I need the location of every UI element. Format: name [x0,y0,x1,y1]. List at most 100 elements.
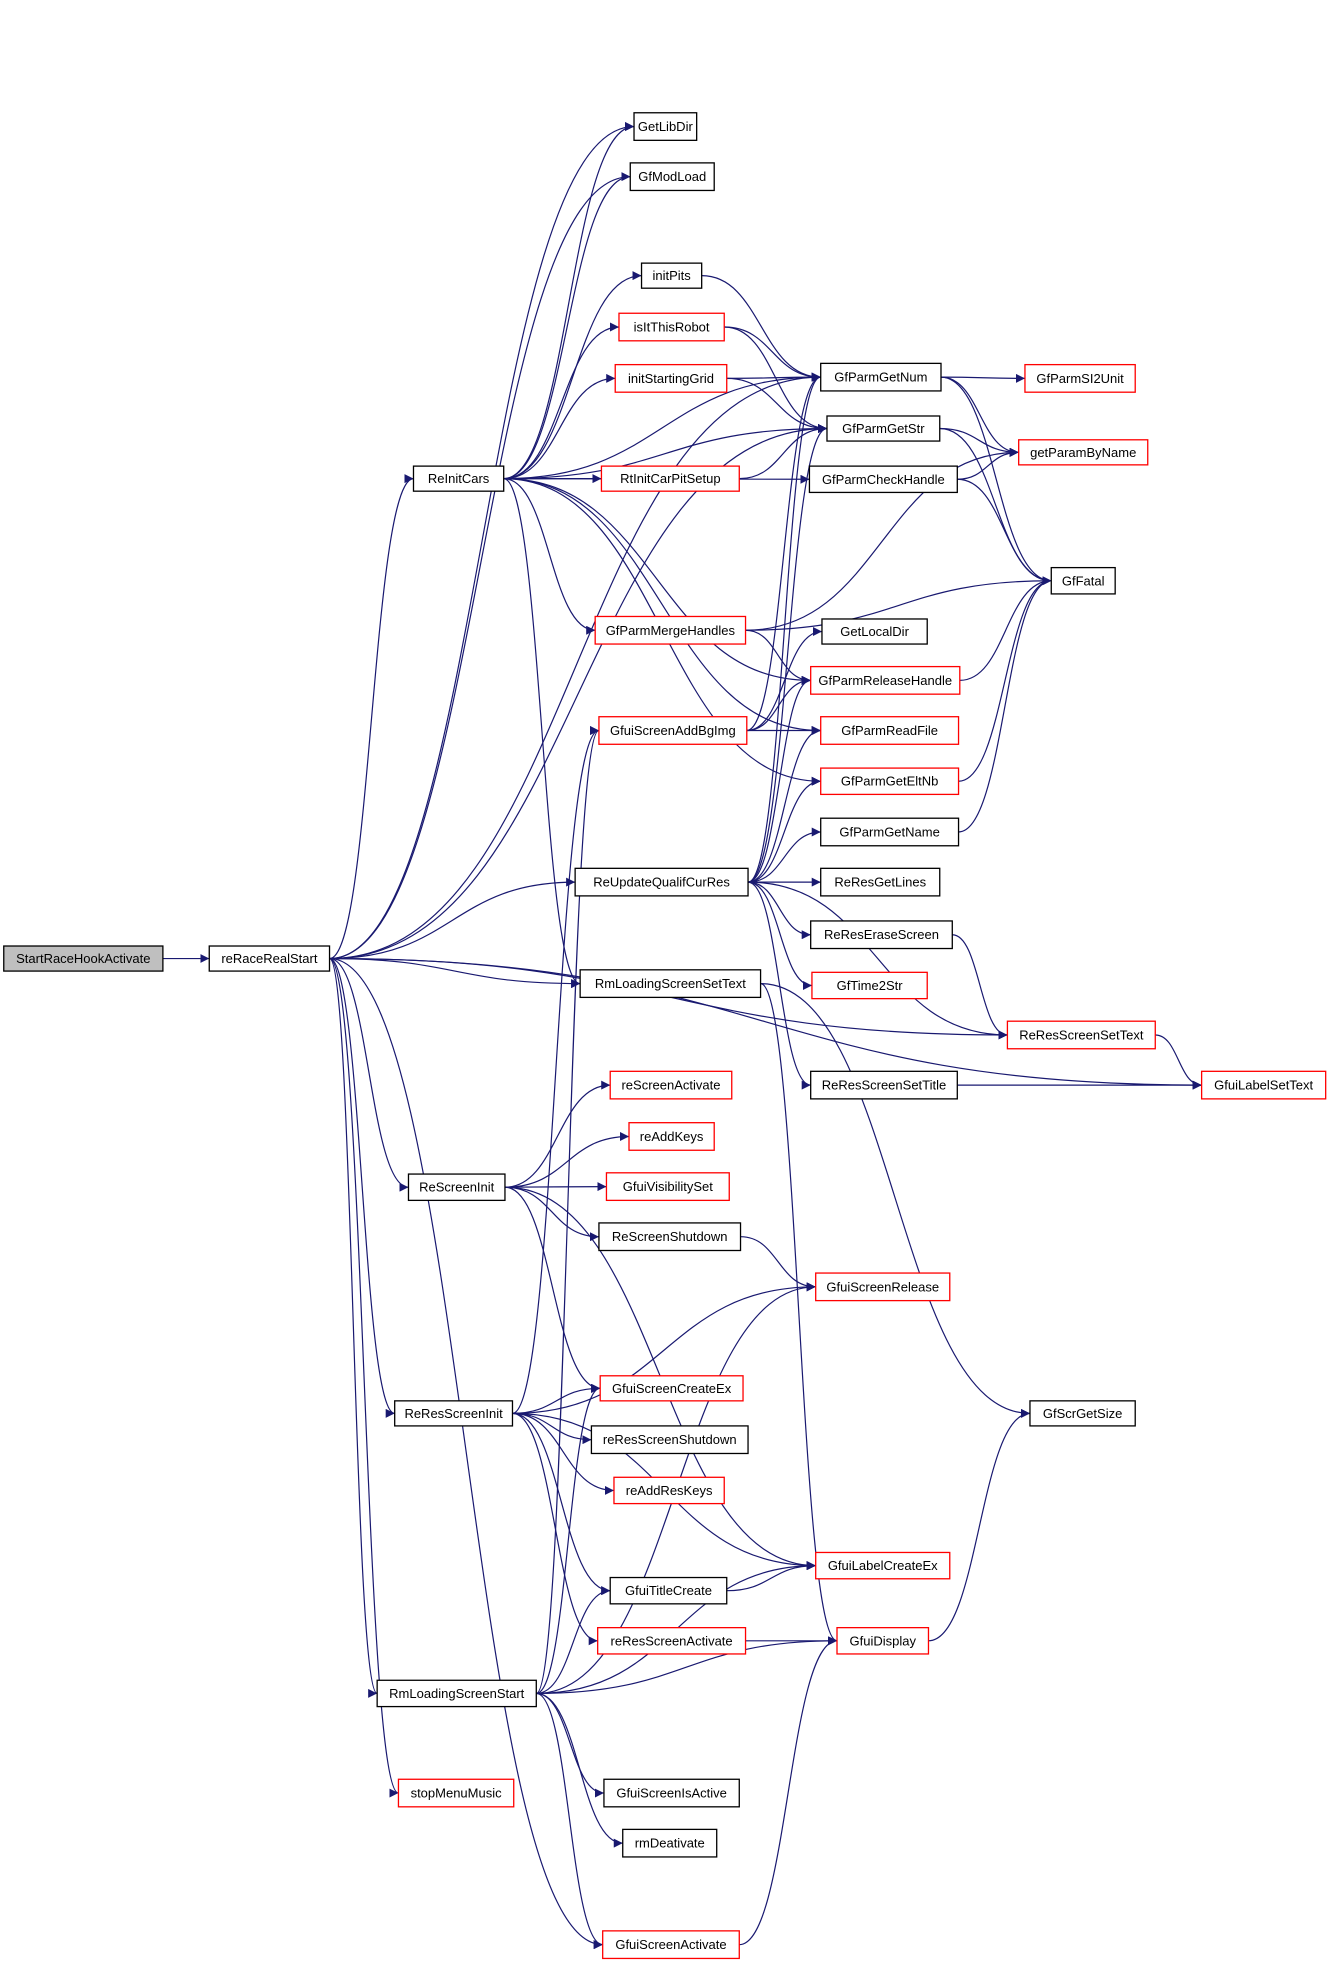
node-box[interactable] [1006,1020,1156,1050]
node-GfParmGetName[interactable]: GfParmGetName [820,817,960,847]
node-rmDeativate[interactable]: rmDeativate [622,1828,718,1858]
node-box[interactable] [640,262,703,289]
node-GfParmGetEltNb[interactable]: GfParmGetEltNb [820,767,960,796]
node-GfuiTitleCreate[interactable]: GfuiTitleCreate [609,1576,728,1605]
node-GfuiLabelCreateEx[interactable]: GfuiLabelCreateEx [815,1551,951,1580]
node-box[interactable] [397,1778,515,1808]
node-box[interactable] [1050,566,1116,595]
node-box[interactable] [598,1222,742,1252]
node-box[interactable] [597,1626,747,1655]
node-ReInitCars[interactable]: ReInitCars [412,465,505,492]
node-box[interactable] [594,615,747,645]
node-box[interactable] [407,1173,506,1202]
node-box[interactable] [618,312,725,342]
node-GfParmGetNum[interactable]: GfParmGetNum [820,362,942,392]
node-box[interactable] [628,1122,715,1151]
node-GfuiScreenAddBgImg[interactable]: GfuiScreenAddBgImg [598,716,748,745]
node-box[interactable] [579,969,762,999]
node-box[interactable] [613,1476,725,1505]
node-GfFatal[interactable]: GfFatal [1050,566,1116,595]
node-box[interactable] [810,920,953,950]
node-box[interactable] [600,465,740,492]
node-box[interactable] [208,945,331,972]
node-box[interactable] [808,465,958,494]
node-reAddResKeys[interactable]: reAddResKeys [613,1476,725,1505]
node-GfuiScreenCreateEx[interactable]: GfuiScreenCreateEx [599,1375,744,1402]
node-reScreenActivate[interactable]: reScreenActivate [609,1070,733,1100]
node-ReScreenInit[interactable]: ReScreenInit [407,1173,506,1202]
node-isItThisRobot[interactable]: isItThisRobot [618,312,725,342]
node-initStartingGrid[interactable]: initStartingGrid [614,363,728,393]
node-box[interactable] [820,767,960,796]
node-box[interactable] [603,1778,740,1808]
node-box[interactable] [599,1375,744,1402]
node-box[interactable] [815,1272,951,1302]
node-GfuiScreenRelease[interactable]: GfuiScreenRelease [815,1272,951,1302]
node-ReResScreenInit[interactable]: ReResScreenInit [394,1400,514,1427]
node-reResScreenShutdown[interactable]: reResScreenShutdown [590,1425,749,1455]
node-GfParmMergeHandles[interactable]: GfParmMergeHandles [594,615,747,645]
node-getParamByName[interactable]: getParamByName [1018,439,1149,466]
node-GetLibDir[interactable]: GetLibDir [633,112,698,141]
node-reRaceRealStart[interactable]: reRaceRealStart [208,945,331,972]
node-box[interactable] [602,1930,740,1960]
node-GfParmCheckHandle[interactable]: GfParmCheckHandle [808,465,958,494]
node-box[interactable] [614,363,728,393]
node-reAddKeys[interactable]: reAddKeys [628,1122,715,1151]
node-ReResGetLines[interactable]: ReResGetLines [820,867,941,897]
node-box[interactable] [1029,1400,1136,1427]
node-box[interactable] [810,665,961,695]
node-reResScreenActivate[interactable]: reResScreenActivate [597,1626,747,1655]
node-box[interactable] [3,945,164,972]
node-box[interactable] [605,1172,730,1202]
node-box[interactable] [574,867,749,897]
node-GfParmGetStr[interactable]: GfParmGetStr [826,415,941,442]
node-box[interactable] [811,971,928,1000]
node-box[interactable] [826,415,941,442]
node-box[interactable] [820,362,942,392]
node-box[interactable] [598,716,748,745]
node-GfuiScreenIsActive[interactable]: GfuiScreenIsActive [603,1778,740,1808]
node-GetLocalDir[interactable]: GetLocalDir [821,618,928,645]
node-GfuiDisplay[interactable]: GfuiDisplay [836,1626,930,1655]
node-GfScrGetSize[interactable]: GfScrGetSize [1029,1400,1136,1427]
node-RtInitCarPitSetup[interactable]: RtInitCarPitSetup [600,465,740,492]
node-box[interactable] [376,1679,537,1708]
node-box[interactable] [622,1828,718,1858]
node-GfParmReleaseHandle[interactable]: GfParmReleaseHandle [810,665,961,695]
node-box[interactable] [394,1400,514,1427]
node-box[interactable] [815,1551,951,1580]
node-ReScreenShutdown[interactable]: ReScreenShutdown [598,1222,742,1252]
node-RmLoadingScreenSetText[interactable]: RmLoadingScreenSetText [579,969,762,999]
node-GfParmSI2Unit[interactable]: GfParmSI2Unit [1024,363,1136,393]
node-GfModLoad[interactable]: GfModLoad [629,162,715,192]
node-RmLoadingScreenStart[interactable]: RmLoadingScreenStart [376,1679,537,1708]
node-box[interactable] [836,1626,930,1655]
node-box[interactable] [820,716,960,745]
node-box[interactable] [820,867,941,897]
node-GfuiLabelSetText[interactable]: GfuiLabelSetText [1200,1070,1327,1100]
node-ReResEraseScreen[interactable]: ReResEraseScreen [810,920,953,950]
node-ReResScreenSetTitle[interactable]: ReResScreenSetTitle [810,1070,958,1100]
node-box[interactable] [1018,439,1149,466]
node-box[interactable] [590,1425,749,1455]
node-box[interactable] [412,465,505,492]
node-GfuiVisibilitySet[interactable]: GfuiVisibilitySet [605,1172,730,1202]
node-box[interactable] [1200,1070,1327,1100]
node-GfParmReadFile[interactable]: GfParmReadFile [820,716,960,745]
node-box[interactable] [821,618,928,645]
node-box[interactable] [633,112,698,141]
node-box[interactable] [609,1576,728,1605]
node-ReUpdateQualifCurRes[interactable]: ReUpdateQualifCurRes [574,867,749,897]
node-box[interactable] [810,1070,958,1100]
node-box[interactable] [1024,363,1136,393]
node-box[interactable] [609,1070,733,1100]
node-box[interactable] [820,817,960,847]
node-GfuiScreenActivate[interactable]: GfuiScreenActivate [602,1930,740,1960]
node-stopMenuMusic[interactable]: stopMenuMusic [397,1778,515,1808]
node-ReResScreenSetText[interactable]: ReResScreenSetText [1006,1020,1156,1050]
node-box[interactable] [629,162,715,192]
node-StartRaceHookActivate[interactable]: StartRaceHookActivate [3,945,164,972]
node-initPits[interactable]: initPits [640,262,703,289]
node-GfTime2Str[interactable]: GfTime2Str [811,971,928,1000]
